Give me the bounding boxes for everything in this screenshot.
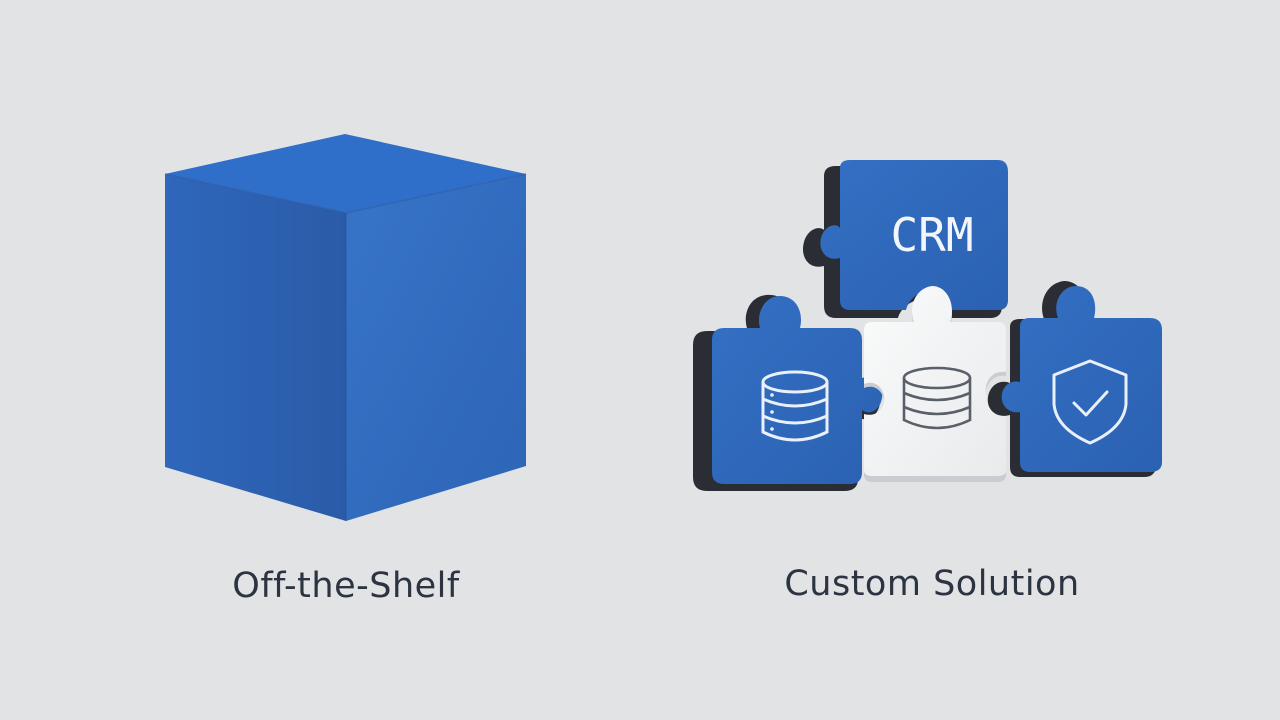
off-the-shelf-caption: Off-the-Shelf — [232, 566, 460, 606]
cube-icon — [164, 134, 527, 521]
puzzle-piece-database-blue — [693, 294, 883, 491]
puzzle-piece-crm: CRM — [802, 160, 1008, 318]
crm-label: CRM — [890, 208, 973, 262]
puzzle-piece-database-white — [864, 286, 1006, 482]
puzzle-piece-security — [987, 281, 1162, 477]
puzzle-cluster: CRM — [693, 160, 1162, 491]
custom-solution-caption: Custom Solution — [784, 564, 1080, 604]
database-icon — [902, 366, 972, 430]
shield-check-icon — [1052, 359, 1128, 445]
database-icon — [761, 370, 829, 442]
